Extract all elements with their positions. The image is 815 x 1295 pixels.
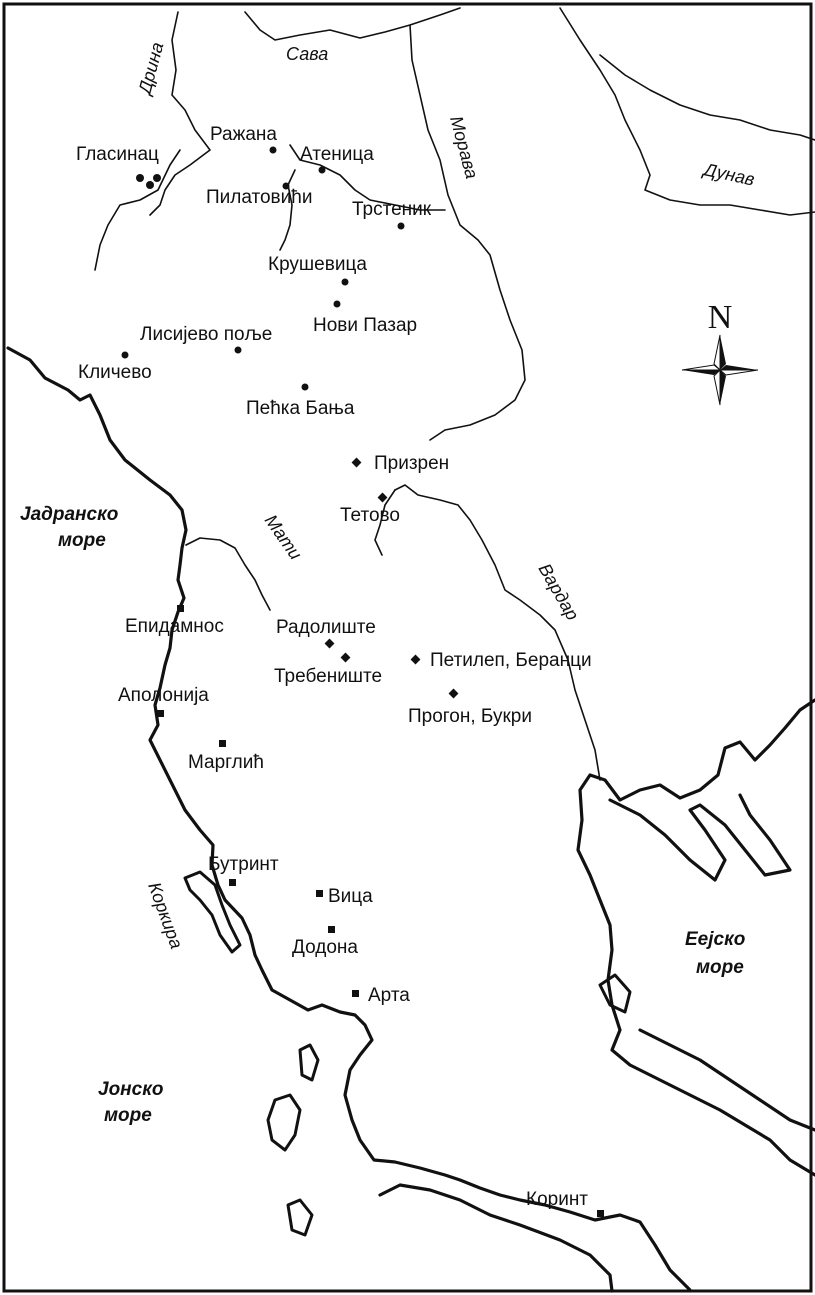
site-label-korint: Коринт [526, 1189, 588, 1210]
marker-trebeniste [340, 652, 351, 663]
site-label-novi-pazar: Нови Пазар [313, 315, 417, 336]
compass-rose: N [681, 299, 759, 406]
site-label-glasinac: Гласинац [76, 144, 159, 165]
marker-progon [448, 688, 459, 699]
site-label-progon: Прогон, Букри [408, 706, 532, 727]
marker-apolonija [157, 710, 164, 717]
river-label-drina: Дрина [134, 40, 167, 98]
river-label-sava: Сава [286, 44, 328, 64]
marker-radoliste [324, 638, 335, 649]
river-label-dunav: Дунав [700, 159, 756, 190]
vardar-river [394, 484, 601, 781]
attica-coastline [638, 1028, 815, 1132]
kefalonia-island [266, 1093, 302, 1152]
marker-razana [269, 146, 277, 154]
marker-dodona [328, 926, 335, 933]
marker-petilep [410, 654, 421, 665]
site-label-petilep: Петилеп, Беранци [430, 650, 592, 671]
site-label-pilatovici: Пилатовићи [206, 187, 312, 208]
marker-pecka-banja [301, 383, 309, 391]
marker-klicevo [121, 351, 129, 359]
drina-river [149, 11, 211, 216]
mati-river [185, 537, 271, 611]
corfu-island [183, 870, 242, 954]
aegean-coastline [576, 698, 815, 1177]
marker-trstenik [397, 222, 405, 230]
site-label-prizren: Призрен [374, 453, 449, 474]
site-label-razana: Ражана [210, 124, 277, 145]
chalkidiki-coastline [608, 793, 792, 882]
marker-prizren [351, 457, 362, 468]
site-label-krusevica: Крушевица [268, 254, 367, 275]
site-label-trstenik: Трстеник [352, 199, 432, 220]
euboea-island [598, 973, 632, 1014]
sea-label-adriatic-2: море [58, 530, 106, 551]
site-markers [121, 146, 604, 1217]
marker-krusevica [341, 278, 349, 286]
marker-glasinac-2 [146, 181, 154, 189]
river-label-morava: Морава [446, 114, 482, 181]
ibar-river [279, 169, 296, 251]
marker-vica [316, 890, 323, 897]
adriatic-coastline [6, 346, 692, 1292]
peloponnese-coastline [378, 1183, 614, 1293]
morava-river [409, 24, 526, 441]
river-label-korkira: Коркира [144, 880, 186, 952]
sea-label-ionian-2: море [104, 1105, 152, 1126]
sea-label-aegean-1: Еејско [685, 929, 745, 950]
site-label-radoliste: Радолиште [276, 617, 376, 638]
marker-lisijevo-polje [234, 346, 242, 354]
marker-marglic [219, 740, 226, 747]
lefkada-island [298, 1043, 320, 1082]
marker-glasinac [136, 174, 144, 182]
site-label-marglic: Марглић [188, 752, 264, 773]
marker-korint [597, 1210, 604, 1217]
compass-north-label: N [708, 299, 733, 336]
marker-novi-pazar [333, 300, 341, 308]
marker-tetovo [377, 492, 388, 503]
river-label-vardar: Вардар [535, 560, 583, 624]
site-label-atenica: Атеница [300, 144, 374, 165]
site-label-lisijevo-polje: Лисијево поље [140, 324, 272, 345]
site-label-vica: Вица [328, 886, 373, 907]
dunav-river [559, 7, 815, 216]
marker-glasinac-3 [153, 174, 161, 182]
sava-river [244, 7, 461, 41]
site-label-epidamnos: Епидамнос [125, 616, 224, 637]
dunav-river-upper [599, 54, 815, 141]
marker-pilatovici [282, 182, 290, 190]
marker-atenica [318, 166, 326, 174]
site-label-apolonija: Аполонија [118, 685, 209, 706]
site-label-tetovo: Тетово [340, 505, 400, 526]
sea-label-ionian-1: Јонско [98, 1079, 163, 1100]
site-label-pecka-banja: Пећка Бања [246, 398, 355, 419]
sea-label-adriatic-1: Јадранско [20, 504, 118, 525]
marker-arta [352, 990, 359, 997]
marker-butrint [229, 879, 236, 886]
site-label-dodona: Додона [292, 937, 358, 958]
river-label-mati: Мати [261, 511, 306, 564]
sea-label-aegean-2: море [696, 957, 744, 978]
marker-epidamnos [177, 605, 184, 612]
tetovo-river [374, 489, 396, 556]
site-label-arta: Арта [368, 985, 410, 1006]
site-label-butrint: Бутринт [208, 854, 279, 875]
site-label-klicevo: Кличево [78, 362, 152, 383]
site-label-trebeniste: Требениште [274, 666, 382, 687]
zakynthos-island [286, 1198, 314, 1237]
glasinac-river [94, 149, 181, 271]
west-morava-river [289, 144, 446, 211]
